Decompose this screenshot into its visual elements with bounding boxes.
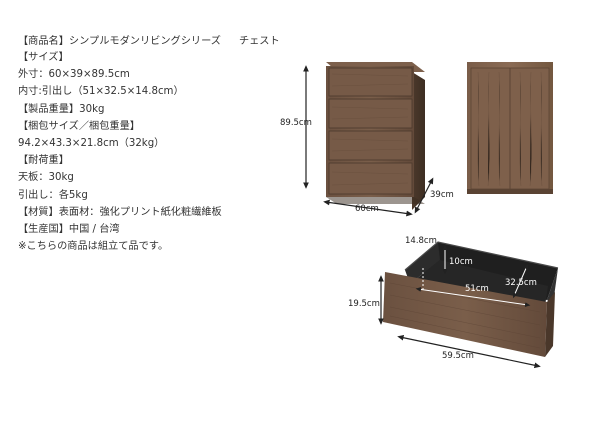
spec-line: 【サイズ】 <box>18 52 69 63</box>
chest-width-arrow <box>323 199 413 217</box>
spec-line: ※こちらの商品は組立て品です。 <box>18 241 169 253</box>
spec-list: 【サイズ】 外寸：60×39×89.5cm 内寸:引出し（51×32.5×14.… <box>18 49 308 255</box>
drawer-inner-depth-label: 32.5cm <box>505 278 537 288</box>
spec-line: 引出し：各5kg <box>18 189 88 201</box>
spec-line: 内寸:引出し（51×32.5×14.8cm） <box>18 86 184 98</box>
chest-back-illustration <box>467 62 553 194</box>
drawer-inner-width-label: 51cm <box>465 284 489 294</box>
drawer-inner-marker-label: 10cm <box>449 257 473 267</box>
drawer-inner-height-label: 14.8cm <box>405 236 437 246</box>
chest-drawer <box>328 162 413 195</box>
chest-width-label: 60cm <box>355 204 379 214</box>
spec-line: 【製品重量】30kg <box>18 103 105 115</box>
chest-drawer <box>328 130 413 161</box>
spec-line: 【梱包サイズ／梱包重量】 <box>18 120 140 132</box>
product-title-label: 【商品名】シンプルモダンリビングシリーズ <box>18 36 221 47</box>
spec-line: 【耐荷重】 <box>18 155 69 167</box>
product-title: 【商品名】シンプルモダンリビングシリーズ チェスト <box>18 32 280 47</box>
spec-line: 外寸：60×39×89.5cm <box>18 69 130 81</box>
chest-height-label: 89.5cm <box>280 118 312 128</box>
drawer-outer-width-arrow <box>397 334 541 369</box>
drawer-inner-depth-arrow <box>512 263 529 299</box>
chest-drawer <box>328 67 413 97</box>
drawer-inner-width-arrow <box>415 287 531 307</box>
spec-line: 天板：30kg <box>18 172 74 184</box>
product-name: チェスト <box>238 36 280 47</box>
chest-depth-arrow <box>414 177 434 214</box>
chest-side-panel <box>412 72 425 210</box>
chest-illustration <box>326 62 425 210</box>
spec-line: 【材質】表面材：強化プリント紙化粧繊維板 <box>18 206 222 218</box>
spec-line: 94.2×43.3×21.8cm（32kg） <box>18 138 165 150</box>
drawer-outer-height-label: 19.5cm <box>348 299 380 309</box>
chest-depth-label: 39cm <box>430 190 454 200</box>
spec-line: 【生産国】中国 / 台湾 <box>18 224 120 236</box>
drawer-outer-width-label: 59.5cm <box>442 351 474 361</box>
chest-drawer <box>328 98 413 129</box>
